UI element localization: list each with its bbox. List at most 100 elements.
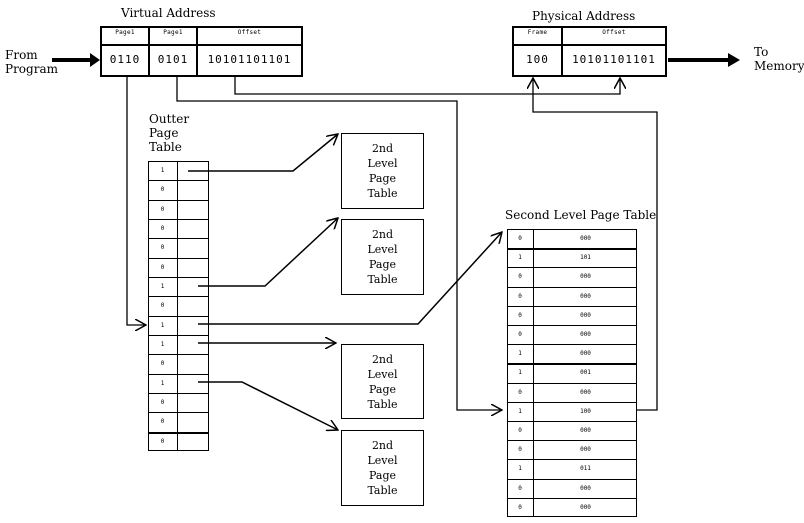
second-table-frame-number: 000 <box>580 427 591 435</box>
outer-table-valid-bit: 1 <box>160 283 165 291</box>
second-table-frame-number: 000 <box>580 388 591 396</box>
virtual-address-register <box>100 26 303 77</box>
second-table-frame-number: 100 <box>580 407 591 415</box>
outer-table-valid-bit: 0 <box>160 186 165 194</box>
outer-table-valid-bit: 0 <box>160 302 165 310</box>
second-row-divider <box>507 248 637 251</box>
second-table-valid-bit: 0 <box>518 292 522 300</box>
second-table-valid-bit: 0 <box>518 427 522 435</box>
second-table-frame-number: 000 <box>580 503 591 511</box>
second-table-valid-bit: 1 <box>518 465 522 473</box>
pointer-row7 <box>198 218 338 287</box>
outer-row-divider <box>148 315 209 317</box>
second-table-frame-number: 000 <box>580 292 591 300</box>
virtual-address-title: Virtual Address <box>121 6 216 20</box>
second-row-divider <box>507 363 637 366</box>
outer-table-valid-bit: 0 <box>160 225 165 233</box>
second-table-frame-number: 101 <box>580 254 591 262</box>
page2-to-second-level-row <box>176 77 502 410</box>
pointer-row9 <box>198 232 502 325</box>
second-table-frame-number: 000 <box>580 331 591 339</box>
second-row-divider <box>507 344 637 346</box>
second-row-divider <box>507 421 637 422</box>
outer-row-divider <box>148 393 209 394</box>
second-table-valid-bit: 1 <box>518 254 522 262</box>
from-program-label: From Program <box>5 48 58 76</box>
second-table-frame-number: 000 <box>580 235 591 243</box>
second-table-valid-bit: 0 <box>518 446 522 454</box>
second-level-table-title: Second Level Page Table <box>505 208 657 222</box>
outer-row-divider <box>148 277 209 278</box>
outer-table-valid-bit: 0 <box>160 263 165 271</box>
second-table-valid-bit: 0 <box>518 503 522 511</box>
second-row-divider <box>507 440 637 442</box>
physical-address-title: Physical Address <box>532 9 636 23</box>
second-table-frame-number: 000 <box>580 484 591 492</box>
outer-row-divider <box>148 257 209 259</box>
outer-row-divider <box>148 238 209 240</box>
second-row-divider <box>507 267 637 269</box>
outer-row-divider <box>148 335 209 336</box>
outer-row-divider <box>148 373 209 375</box>
outer-table-valid-bit: 1 <box>160 341 165 349</box>
second-row-divider <box>507 459 637 461</box>
pointer-row1 <box>188 134 338 172</box>
to-memory-label: To Memory <box>754 45 804 73</box>
second-row-divider <box>507 286 637 288</box>
second-row-divider <box>507 401 637 403</box>
outer-row-divider <box>148 431 209 434</box>
second-level-page-table-box-1: 2nd Level Page Table <box>341 133 424 209</box>
outer-table-valid-bit: 0 <box>160 418 165 426</box>
second-table-frame-number: 000 <box>580 273 591 281</box>
second-table-valid-bit: 1 <box>518 350 522 358</box>
va-header-page1: Page1 <box>115 29 135 36</box>
second-table-valid-bit: 0 <box>518 235 522 243</box>
outer-table-valid-bit: 1 <box>160 321 165 329</box>
second-table-valid-bit: 0 <box>518 484 522 492</box>
second-table-valid-bit: 1 <box>518 407 522 415</box>
second-table-valid-bit: 0 <box>518 273 522 281</box>
outer-row-divider <box>148 412 209 414</box>
pa-header-offset: Offset <box>602 29 626 36</box>
outer-row-divider <box>148 219 209 220</box>
second-table-valid-bit: 0 <box>518 331 522 339</box>
page1-to-outer-table <box>126 77 146 325</box>
second-table-frame-number: 001 <box>580 369 591 377</box>
second-table-valid-bit: 1 <box>518 369 522 377</box>
second-level-page-table-box-4: 2nd Level Page Table <box>341 430 424 506</box>
va-offset-value: 10101101101 <box>207 53 292 66</box>
second-row-divider <box>507 305 637 307</box>
outer-row-divider <box>148 199 209 201</box>
va-page1-value: 0110 <box>109 53 141 66</box>
outer-table-valid-bit: 0 <box>160 360 165 368</box>
outer-table-valid-bit: 0 <box>160 205 165 213</box>
outer-row-divider <box>148 354 209 356</box>
outer-row-divider <box>148 296 209 298</box>
second-row-divider <box>507 497 637 499</box>
offset-to-physical-offset <box>234 77 620 95</box>
second-row-divider <box>507 325 637 326</box>
second-table-valid-bit: 0 <box>518 311 522 319</box>
second-level-page-table-box-2: 2nd Level Page Table <box>341 219 424 295</box>
second-level-page-table-box-3: 2nd Level Page Table <box>341 344 424 419</box>
register-divider <box>100 44 303 46</box>
outer-table-valid-bit: 0 <box>160 437 165 445</box>
second-row-divider <box>507 382 637 384</box>
second-table-frame-number: 011 <box>580 465 591 473</box>
physical-address-register <box>512 26 667 77</box>
outer-table-valid-bit: 1 <box>160 379 165 387</box>
second-table-valid-bit: 0 <box>518 388 522 396</box>
second-row-divider <box>507 478 637 480</box>
pointer-row12 <box>198 381 338 430</box>
va-page2-value: 0101 <box>157 53 189 66</box>
outer-table-valid-bit: 1 <box>160 167 165 175</box>
second-table-frame-number: 000 <box>580 350 591 358</box>
second-table-frame-number: 000 <box>580 311 591 319</box>
pa-offset-value: 10101101101 <box>572 53 656 66</box>
va-header-page2: Page1 <box>163 29 183 36</box>
va-header-offset: Offset <box>237 29 262 36</box>
pa-header-frame: Frame <box>527 29 548 36</box>
outer-page-table-title: Outter Page Table <box>149 112 190 154</box>
